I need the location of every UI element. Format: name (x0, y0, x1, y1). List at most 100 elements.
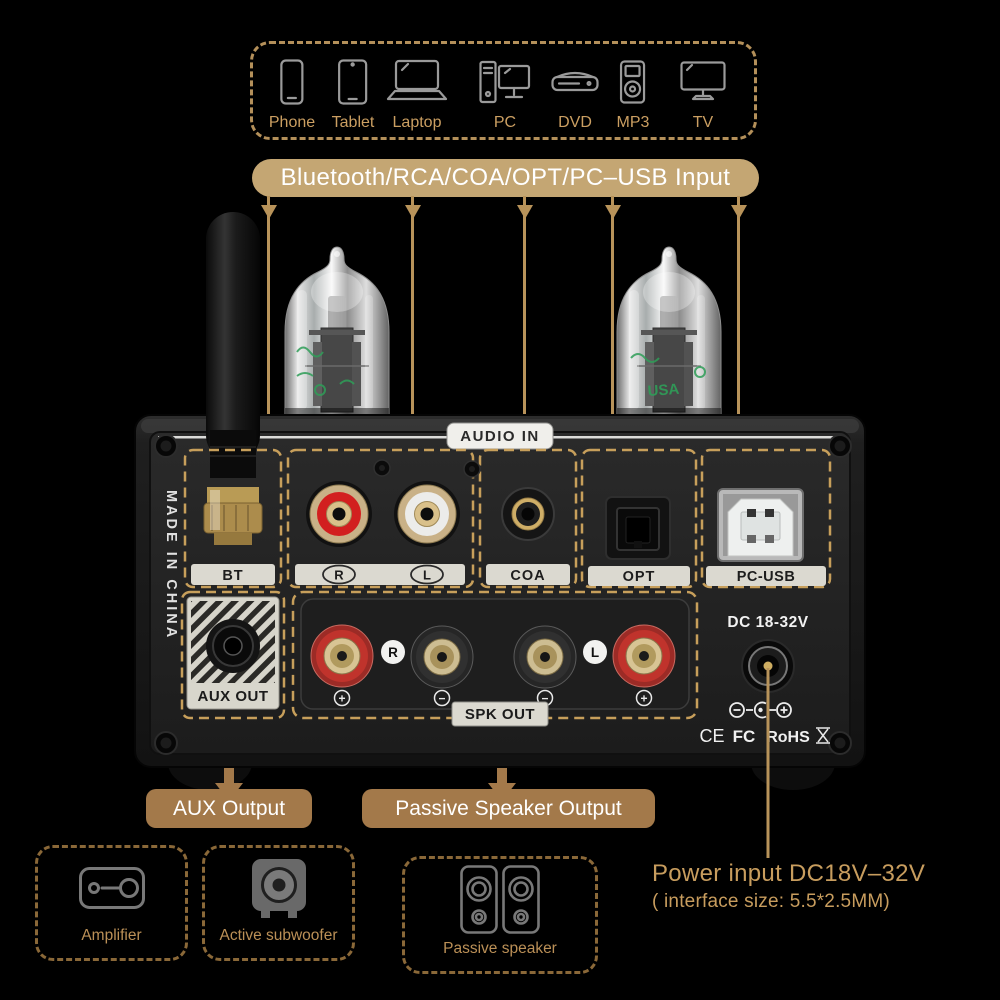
passive-speaker-icon (460, 859, 540, 940)
arrow-down-icon (516, 205, 533, 219)
rca-jack-left[interactable] (394, 481, 460, 547)
source-laptop: Laptop (386, 56, 448, 132)
source-phone: Phone (269, 56, 315, 132)
source-label: TV (692, 114, 714, 131)
dc-label: DC 18-32V (727, 614, 808, 631)
binding-post-red-r[interactable] (310, 624, 374, 688)
output-label: Amplifier (81, 927, 142, 944)
rohs-mark: RoHS (766, 729, 810, 746)
source-tv: TV (680, 56, 726, 132)
power-input-subtitle: ( interface size: 5.5*2.5MM) (652, 891, 890, 912)
pc-icon (479, 56, 531, 108)
source-label: Laptop (392, 114, 442, 131)
cert-marks: CE FC RoHS (699, 726, 830, 746)
sma-connector (203, 487, 263, 545)
laptop-icon (386, 56, 448, 108)
source-pc: PC (479, 56, 531, 132)
opt-port-box (580, 448, 698, 589)
bt-port-box (183, 448, 283, 589)
source-tablet: Tablet (332, 56, 374, 132)
input-label-bars: BT R L COA OPT PC-USB (191, 564, 826, 586)
corner-screws (154, 434, 852, 755)
spk-r-label: R (388, 645, 398, 660)
dc-jack[interactable] (741, 639, 795, 693)
aux-callout-arrow (215, 768, 243, 801)
mp3-player-icon (620, 56, 646, 108)
usb-b-port[interactable] (717, 488, 804, 562)
tube-green-markings (630, 353, 706, 378)
audio-in-label: AUDIO IN (446, 422, 554, 450)
input-banner-label: Bluetooth/RCA/COA/OPT/PC–USB Input (280, 164, 731, 191)
source-dvd: DVD (551, 56, 599, 132)
binding-post-red-l[interactable] (612, 624, 676, 688)
aux-jack[interactable] (206, 619, 260, 673)
amplifier-icon (78, 848, 145, 927)
source-label: DVD (558, 114, 592, 131)
minus-mark: − (541, 692, 548, 706)
binding-post-black-r[interactable] (410, 625, 474, 689)
tablet-icon (338, 56, 368, 108)
aux-out-group: AUX OUT (180, 590, 286, 720)
rca-r-label: R (334, 568, 344, 583)
spk-l-label: L (591, 645, 599, 660)
subwoofer-icon (249, 848, 309, 927)
vacuum-tube-left (284, 246, 390, 419)
pc-usb-label: PC-USB (737, 569, 796, 585)
binding-post-black-l[interactable] (513, 625, 577, 689)
output-label: Active subwoofer (219, 927, 338, 944)
fcc-mark: FC (733, 727, 756, 746)
arrow-down-icon (604, 205, 621, 219)
arrow-down-icon (404, 205, 421, 219)
bluetooth-antenna (203, 212, 263, 545)
coa-label: COA (510, 568, 545, 584)
aux-output-label: AUX Output (172, 796, 286, 820)
amplifier-rear-panel: USA AUDIO IN MADE IN CHINA (134, 212, 866, 858)
rca-l-label: L (423, 568, 431, 583)
vacuum-tube-right: USA (616, 246, 722, 419)
usb-port-box (700, 448, 832, 589)
tube-marking-text: USA (647, 381, 680, 400)
tv-icon (680, 56, 726, 108)
dc-power-section: DC 18-32V CE FC RoHS (699, 614, 830, 746)
spk-callout-arrow (488, 768, 516, 801)
spk-out-group: R L + − − + SPK OUT (291, 590, 699, 727)
opt-label: OPT (623, 569, 656, 585)
passive-speaker-output-label: Passive Speaker Output (395, 796, 622, 820)
output-label: Passive speaker (443, 940, 557, 957)
source-label: Phone (268, 114, 316, 131)
dvd-icon (551, 56, 599, 108)
input-banner: Bluetooth/RCA/COA/OPT/PC–USB Input (252, 159, 759, 197)
hourglass-icon (816, 727, 830, 744)
tube-green-markings (296, 346, 355, 396)
source-label: MP3 (616, 114, 650, 131)
arrow-down-icon (260, 205, 277, 219)
coa-port-box (478, 448, 578, 589)
rca-port-box (286, 448, 475, 589)
coaxial-jack[interactable] (501, 487, 555, 541)
polarity-marks (333, 689, 653, 707)
rca-jack-right[interactable] (306, 481, 372, 547)
ce-mark: CE (699, 726, 724, 746)
aux-out-label: AUX OUT (198, 688, 269, 705)
dc-callout-line (766, 668, 770, 858)
arrow-down-icon (730, 205, 747, 219)
spk-out-label: SPK OUT (465, 706, 535, 723)
panel-screws (373, 459, 481, 478)
source-mp3: MP3 (616, 56, 650, 132)
made-in-china-text: MADE IN CHINA (163, 490, 179, 640)
audio-in-text: AUDIO IN (460, 428, 540, 445)
output-amplifier-box: Amplifier (35, 845, 188, 961)
plus-mark: + (338, 692, 345, 706)
output-subwoofer-box: Active subwoofer (202, 845, 355, 961)
source-label: PC (493, 114, 517, 131)
plus-mark: + (640, 692, 647, 706)
phone-icon (280, 56, 304, 108)
source-devices-panel (250, 41, 757, 140)
power-input-note: Power input DC18V–32V ( interface size: … (652, 860, 925, 913)
minus-mark: − (438, 692, 445, 706)
optical-port[interactable] (605, 496, 671, 560)
bt-label: BT (222, 568, 243, 584)
output-passive-speaker-box: Passive speaker (402, 856, 598, 974)
power-input-title: Power input DC18V–32V (652, 860, 926, 887)
